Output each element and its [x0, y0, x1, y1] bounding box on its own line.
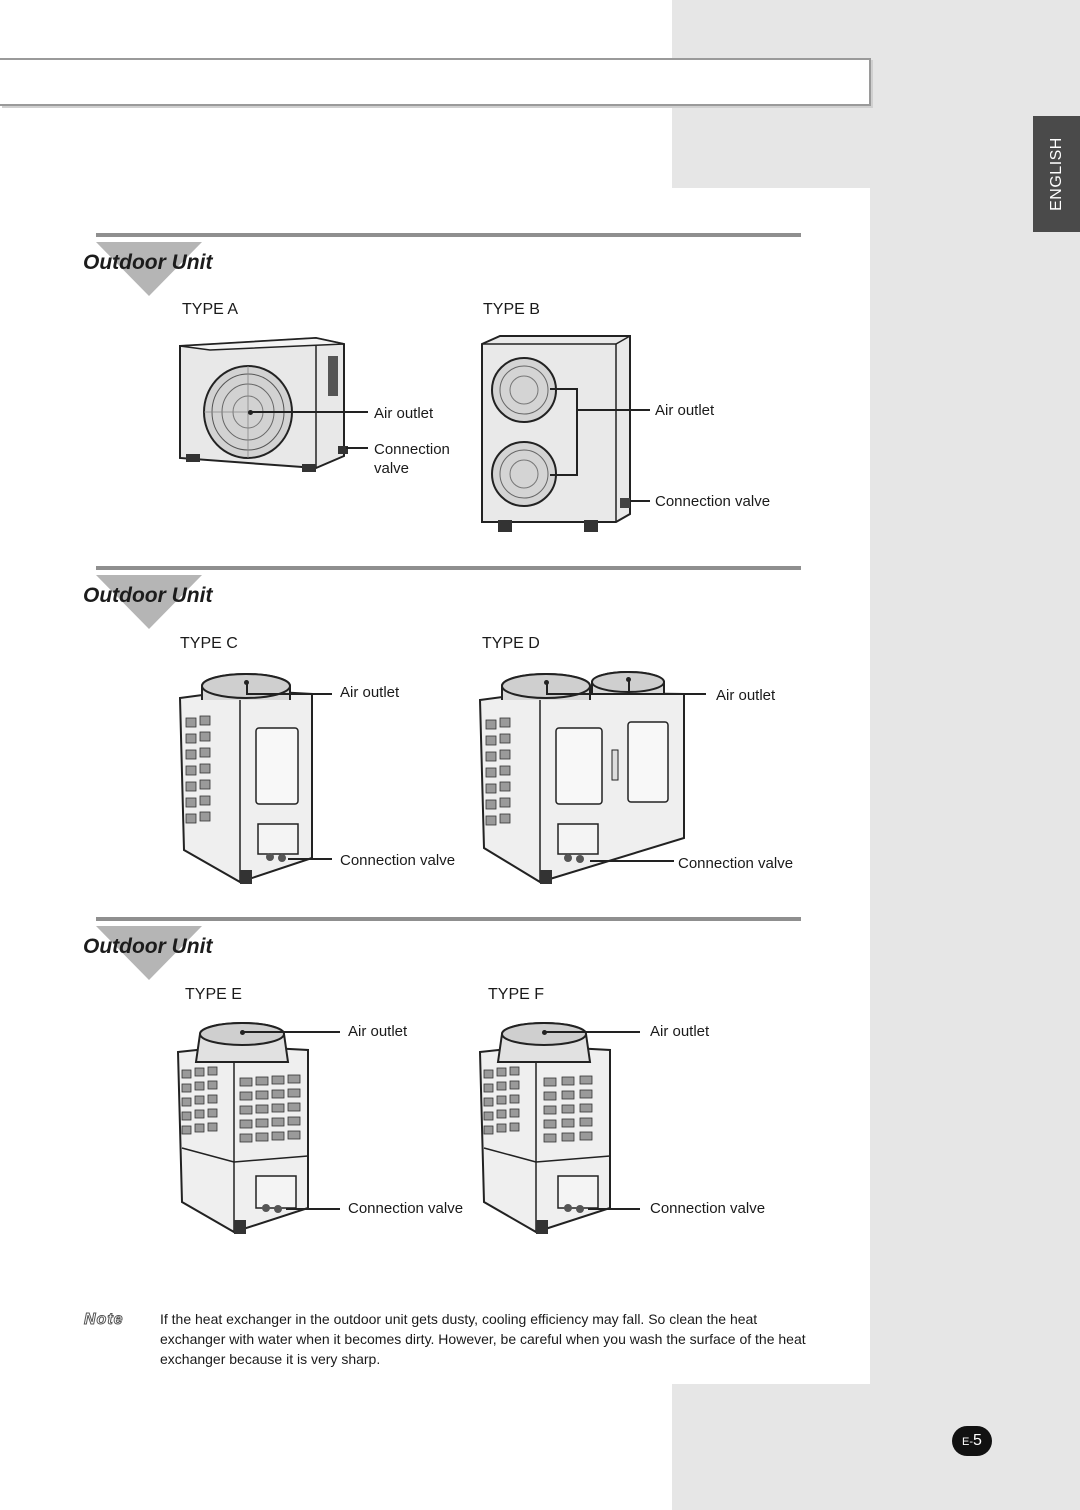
type-a-air-outlet-leader: [250, 411, 368, 413]
type-b-label: TYPE B: [483, 301, 540, 318]
type-e-air-outlet-leader: [242, 1031, 340, 1033]
type-e-label: TYPE E: [185, 986, 242, 1003]
type-a-air-outlet-callout: Air outlet: [374, 405, 434, 422]
type-a-valve-leader: [346, 447, 368, 449]
section-marker-icon: [96, 575, 202, 629]
section-title: Outdoor Unit: [83, 584, 213, 607]
type-b-unit-illustration: [481, 335, 631, 532]
type-b-valve-callout: Connection valve: [655, 493, 771, 510]
language-tab: ENGLISH: [1033, 116, 1080, 232]
type-d-air-outlet-leader: [546, 693, 706, 695]
type-c-valve-leader: [288, 858, 332, 860]
type-a-label: TYPE A: [182, 301, 239, 318]
language-tab-label: ENGLISH: [1047, 137, 1065, 211]
type-f-valve-callout: Connection valve: [650, 1200, 766, 1217]
header-bar: [0, 58, 871, 106]
type-f-label: TYPE F: [488, 986, 545, 1003]
type-c-air-outlet-leader: [246, 693, 332, 695]
type-a-valve-callout-line-1: Connection: [374, 441, 450, 458]
type-b-air-outlet-leader: [578, 409, 650, 411]
type-e-valve-leader: [286, 1208, 340, 1210]
type-d-air-outlet-drop-1: [546, 682, 548, 694]
type-b-bracket: [576, 388, 578, 476]
type-f-air-outlet-leader: [544, 1031, 640, 1033]
type-d-valve-callout: Connection valve: [678, 855, 794, 872]
note-label: Note: [84, 1311, 124, 1329]
type-e-air-outlet-callout: Air outlet: [348, 1023, 408, 1040]
type-c-air-outlet-callout: Air outlet: [340, 684, 400, 701]
type-c-unit-illustration: [178, 673, 313, 884]
type-b-lower-leader: [550, 474, 576, 476]
type-a-valve-callout-line-2: valve: [374, 460, 410, 477]
section-title: Outdoor Unit: [83, 251, 213, 274]
type-f-valve-leader: [588, 1208, 640, 1210]
page-number: E-5: [952, 1426, 992, 1456]
type-f-unit-illustration: [478, 1022, 611, 1234]
section-marker-icon: [96, 242, 202, 296]
type-c-label: TYPE C: [180, 635, 238, 652]
type-d-air-outlet-callout: Air outlet: [716, 687, 776, 704]
margin-panel-bottom: [672, 1384, 1080, 1510]
type-b-upper-leader: [550, 388, 576, 390]
note-text: If the heat exchanger in the outdoor uni…: [160, 1311, 806, 1367]
type-f-air-outlet-callout: Air outlet: [650, 1023, 710, 1040]
section-rule: [96, 566, 801, 570]
type-e-valve-callout: Connection valve: [348, 1200, 464, 1217]
margin-panel-right: [870, 188, 1080, 1384]
section-rule: [96, 233, 801, 237]
section-rule: [96, 917, 801, 921]
type-e-unit-illustration: [176, 1022, 309, 1234]
type-b-air-outlet-callout: Air outlet: [655, 402, 715, 419]
type-d-unit-illustration: [478, 671, 685, 884]
section-marker-icon: [96, 926, 202, 980]
page-number-prefix: E-: [962, 1436, 974, 1448]
type-c-valve-callout: Connection valve: [340, 852, 456, 869]
type-d-label: TYPE D: [482, 635, 540, 652]
type-a-unit-illustration: [179, 336, 348, 472]
page-number-value: 5: [973, 1432, 982, 1449]
type-a-valve-callout: Connection valve: [374, 440, 450, 478]
type-c-air-outlet-drop: [246, 682, 248, 694]
type-b-valve-leader: [630, 500, 650, 502]
type-d-air-outlet-drop-2: [628, 679, 630, 694]
section-title: Outdoor Unit: [83, 935, 213, 958]
type-d-valve-leader: [590, 860, 674, 862]
